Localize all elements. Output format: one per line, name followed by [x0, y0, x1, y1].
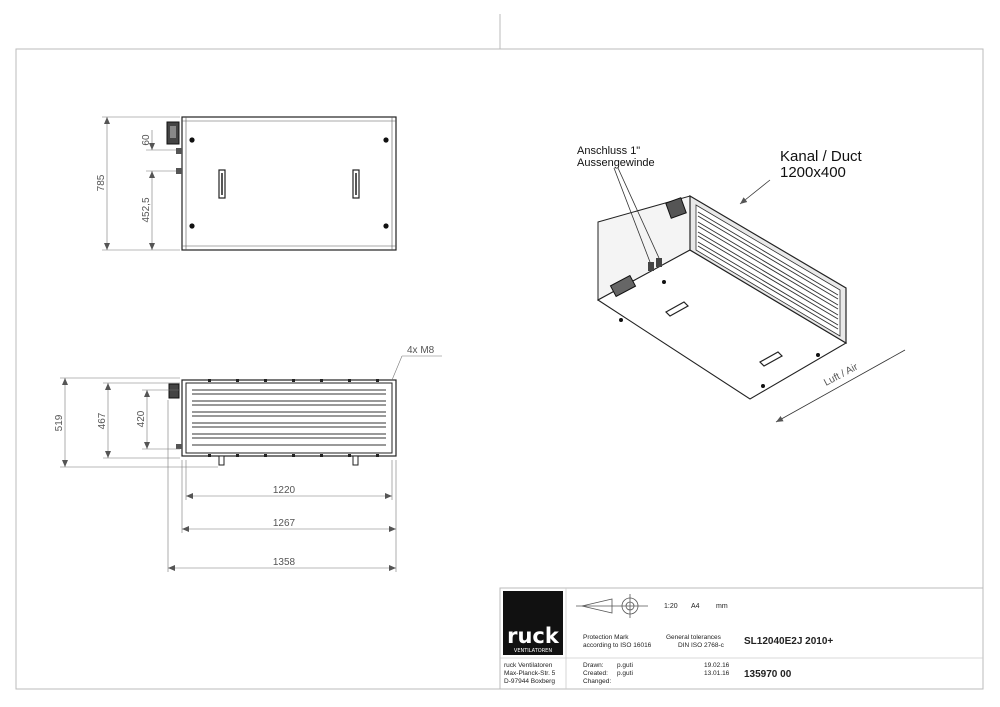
dim-1267: 1267	[273, 518, 296, 529]
bolt-icon	[383, 223, 389, 229]
drawn-label: Drawn:	[583, 662, 604, 669]
dim-519: 519	[54, 414, 65, 431]
protection-standard: according to ISO 16016	[583, 642, 652, 649]
louvre-slats	[697, 211, 839, 330]
front-view: 4x M8 519 467 420 1220 1	[54, 345, 442, 572]
drawn-date: 19.02.16	[704, 662, 730, 669]
dim-60: 60	[141, 134, 152, 146]
top-view: 785 60 452,5	[96, 116, 397, 251]
dim-452-5: 452,5	[141, 197, 152, 222]
handle	[759, 351, 783, 367]
bolt-icon	[662, 280, 666, 284]
airflow-label: Luft / Air	[822, 361, 860, 388]
logo-subtext: VENTILATOREN	[514, 648, 552, 654]
bolt-icon	[189, 137, 195, 143]
unit: mm	[716, 603, 728, 610]
dim-467: 467	[97, 412, 108, 429]
changed-label: Changed:	[583, 678, 611, 685]
connection-block	[665, 197, 687, 219]
created-by: p.guti	[617, 670, 633, 677]
created-date: 13.01.16	[704, 670, 730, 677]
m8-callout: 4x M8	[407, 345, 435, 356]
bolt-icon	[761, 384, 765, 388]
duct-label-line1: Kanal / Duct	[780, 148, 863, 165]
protection-mark: Protection Mark	[583, 634, 629, 641]
paper-size: A4	[691, 603, 700, 610]
drawn-by: p.guti	[617, 662, 633, 669]
foot	[352, 455, 359, 466]
company-street: Max-Planck-Str. 5	[504, 670, 556, 677]
bolt-icon	[383, 137, 389, 143]
louvre-slats	[192, 389, 386, 446]
created-label: Created:	[583, 670, 608, 677]
handle	[665, 301, 689, 317]
ruck-logo	[503, 591, 563, 655]
tolerance-standard: DIN ISO 2768-c	[678, 642, 725, 649]
dim-785: 785	[96, 174, 107, 191]
logo-text: ruck	[507, 624, 560, 648]
title-block: ruck VENTILATOREN 1:20 A4 mm Protection …	[499, 587, 984, 690]
connection-block	[166, 121, 182, 174]
connection-label-line1: Anschluss 1"	[577, 145, 640, 157]
dim-1358: 1358	[273, 557, 296, 568]
dim-420: 420	[136, 410, 147, 427]
company-name: ruck Ventilatoren	[504, 662, 553, 669]
duct-label-line2: 1200x400	[780, 164, 846, 181]
iso-view: Anschluss 1" Aussengewinde Kanal / Duct …	[577, 145, 906, 423]
foot	[218, 455, 225, 466]
bolt-icon	[816, 353, 820, 357]
drawing-number: 135970 00	[744, 669, 792, 680]
projection-symbol-icon	[576, 594, 648, 618]
bolt-icon	[619, 318, 623, 322]
article-number: SL12040E2J 2010+	[744, 636, 833, 647]
dim-1220: 1220	[273, 485, 296, 496]
general-tolerances: General tolerances	[666, 634, 722, 641]
connection-block	[168, 383, 180, 399]
scale: 1:20	[664, 603, 678, 610]
company-city: D-97944 Boxberg	[504, 678, 555, 685]
bolt-icon	[189, 223, 195, 229]
connection-label-line2: Aussengewinde	[577, 157, 655, 169]
